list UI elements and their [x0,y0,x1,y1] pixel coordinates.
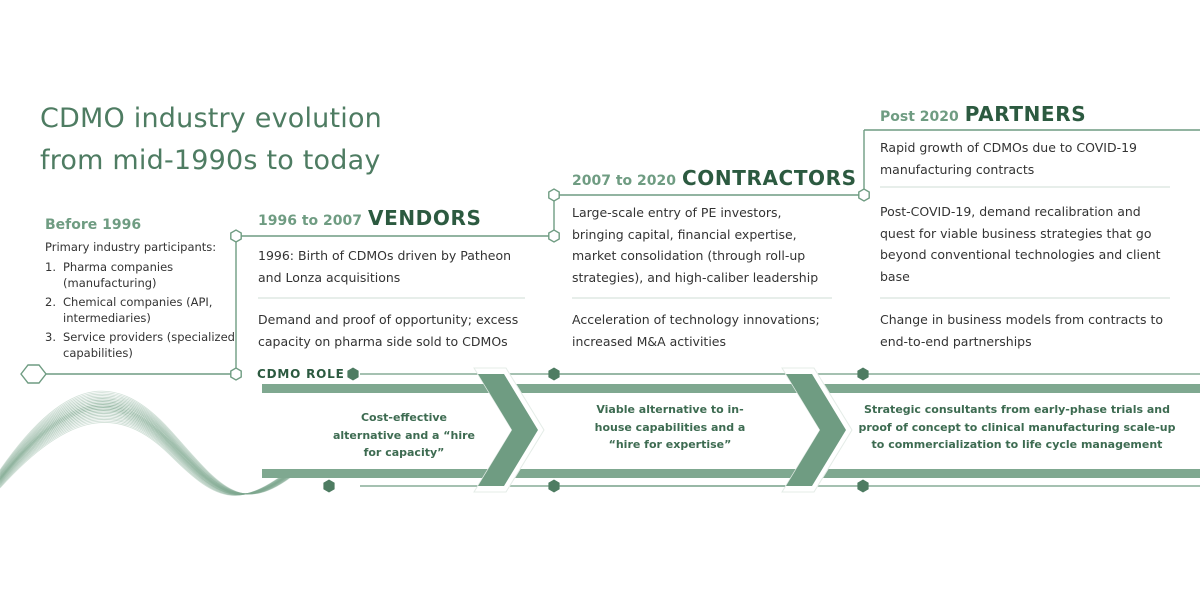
contractors-point-1: Large-scale entry of PE investors, bring… [572,205,819,285]
participant-number: 1. [45,260,56,274]
role-band-body [262,393,1200,469]
participant-text: Service providers (specialized capabilit… [63,330,235,360]
era-dates: Post 2020 [880,109,959,125]
wave-line [0,419,381,496]
era-heading-vendors: 1996 to 2007 VENDORS [258,206,482,230]
role-band-top-stripe [262,384,1200,393]
role-partners: Strategic consultants from early-phase t… [858,403,1176,451]
partners-point-3: Change in business models from contracts… [880,312,1164,349]
participants-label: Primary industry participants: [45,240,217,254]
partners-point-2: Post-COVID-19, demand recalibration and … [880,204,1161,284]
era-name: PARTNERS [964,102,1087,126]
role-band [262,367,1200,493]
role-markers [323,367,869,493]
title-line-2: from mid-1990s to today [40,145,381,176]
cdmo-role-label: CDMO ROLE [257,367,345,381]
chevron-arrow-2 [786,374,846,486]
wave-line [0,390,381,495]
role-marker-hexagon-2 [548,367,560,381]
role-marker-hexagon-5 [548,479,560,493]
wave-line [0,416,381,496]
role-marker-hexagon-4 [323,479,335,493]
wave-ribbon-graphic [0,390,381,496]
vendors-point-1: 1996: Birth of CDMOs driven by Patheon a… [258,248,512,285]
era-dates: 1996 to 2007 [258,213,362,229]
wave-line [0,422,381,496]
node-hexagon-contractors-end [548,188,560,202]
node-hexagon-vendors-end [230,229,242,243]
node-hexagon-2020 [858,188,870,202]
participant-text: Chemical companies (API, intermediaries) [63,295,213,325]
role-marker-hexagon-6 [857,479,869,493]
contractors-point-2: Acceleration of technology innovations; … [572,312,820,349]
role-contractors: Viable alternative to in-house capabilit… [594,403,746,451]
participants-list: 1. Pharma companies (manufacturing) 2. C… [45,259,238,364]
wave-line [0,420,381,496]
era-heading-contractors: 2007 to 2020 CONTRACTORS [572,166,857,190]
timeline-staircase [44,129,1200,375]
role-vendors: Cost-effective alternative and a “hire f… [332,411,475,459]
node-hexagon-1996 [230,367,242,381]
title-line-1: CDMO industry evolution [40,103,382,134]
page-title: CDMO industry evolution from mid-1990s t… [40,98,382,182]
era-dates: 2007 to 2020 [572,173,676,189]
timeline-nodes [20,188,870,384]
wave-line [0,417,381,496]
participant-text: Pharma companies (manufacturing) [63,260,174,290]
role-band-bottom-stripe [262,469,1200,478]
participant-item: 3. Service providers (specialized capabi… [45,329,238,361]
before-1996-heading: Before 1996 [45,217,142,233]
participant-item: 2. Chemical companies (API, intermediari… [45,294,223,326]
vendors-point-2: Demand and proof of opportunity; excess … [258,312,519,349]
role-marker-hexagon-3 [857,367,869,381]
chevron-arrow-1 [478,374,538,486]
separators [258,186,1170,299]
role-marker-hexagon-1 [347,367,359,381]
partners-point-1: Rapid growth of CDMOs due to COVID-19 ma… [880,140,1138,177]
participant-item: 1. Pharma companies (manufacturing) [45,259,223,291]
era-name: CONTRACTORS [682,166,857,190]
start-node-hexagon [20,364,47,384]
node-hexagon-2007 [548,229,560,243]
participant-number: 2. [45,295,56,309]
era-heading-partners: Post 2020 PARTNERS [880,102,1086,126]
participant-number: 3. [45,330,56,344]
era-name: VENDORS [368,206,482,230]
